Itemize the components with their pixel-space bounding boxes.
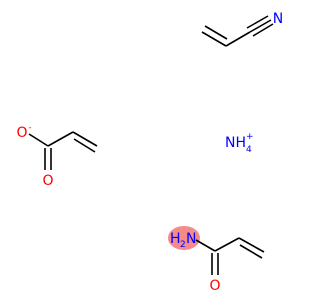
acrylamide-molecule: H 2 N O — [168, 226, 265, 294]
chemical-structure-canvas: N O - O NH 4 + H 2 N O — [16, 11, 283, 294]
bond-c-n-3 — [252, 23, 274, 37]
amide-h-subscript: 2 — [180, 240, 186, 250]
ammonium-label: NH — [225, 135, 246, 151]
acrylate-molecule: O - O — [16, 123, 98, 189]
amide-n-label: N — [186, 231, 196, 247]
bond-amide-ch-ch2-b — [239, 244, 263, 259]
bond-ch2-ch-b — [204, 25, 228, 40]
ammonium-subscript: 4 — [246, 145, 252, 155]
atom-n-nitrile: N — [273, 11, 283, 27]
acrylonitrile-molecule: N — [201, 11, 283, 47]
atom-o-amide: O — [209, 278, 220, 294]
bond-c-n-1 — [249, 19, 272, 33]
bond-ch2-ch-a — [201, 31, 227, 47]
bond-ch-ch2-b — [73, 138, 96, 153]
bond-n-c — [195, 239, 216, 252]
bond-o-minus-c — [28, 133, 49, 147]
bond-amide-ch-ch2-a — [238, 237, 265, 253]
atom-o-carbonyl: O — [42, 173, 53, 189]
bond-c-ch — [47, 131, 74, 147]
bond-ch-ch2-a — [72, 131, 98, 147]
charge-o-anion: - — [28, 123, 31, 133]
bond-ch-c — [225, 31, 251, 47]
bond-c-ch-amide — [214, 237, 240, 252]
amide-nitrogen-highlight — [168, 226, 200, 250]
ammonium-charge: + — [246, 132, 254, 142]
ammonium-ion: NH 4 + — [225, 132, 254, 155]
bond-c-n-2 — [246, 15, 269, 29]
atom-o-anion: O — [16, 125, 27, 141]
amide-h-label: H — [170, 231, 181, 247]
